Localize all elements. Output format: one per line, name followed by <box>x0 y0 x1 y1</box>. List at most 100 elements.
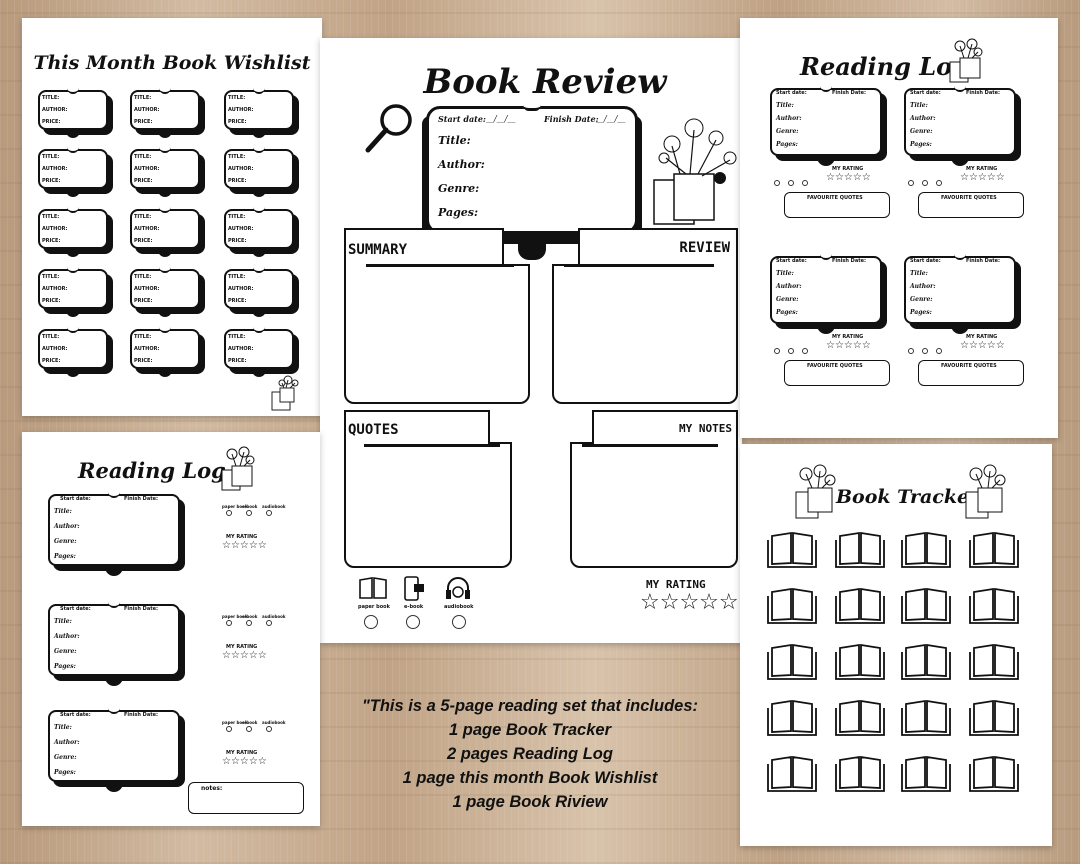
star-icon[interactable]: ☆☆☆☆☆ <box>826 340 871 351</box>
star-icon[interactable]: ☆☆☆☆☆ <box>222 650 267 661</box>
format-radio[interactable] <box>226 510 232 516</box>
format-radio[interactable] <box>226 620 232 626</box>
format-radio[interactable] <box>802 348 808 354</box>
star-icon[interactable]: ☆☆☆☆☆ <box>222 756 267 767</box>
flower-pot-icon <box>795 464 836 519</box>
format-radio[interactable] <box>936 348 942 354</box>
reading-log-card[interactable]: Start date:Finish Date:Title:Author:Genr… <box>48 490 185 576</box>
format-radio[interactable] <box>246 620 252 626</box>
format-radio[interactable] <box>922 348 928 354</box>
format-radio[interactable] <box>246 726 252 732</box>
format-radio[interactable] <box>266 726 272 732</box>
notes-box[interactable]: MY NOTES <box>570 410 738 568</box>
quotes-box[interactable]: QUOTES <box>344 410 512 568</box>
format-radio[interactable] <box>908 180 914 186</box>
wishlist-card[interactable]: TITLE:AUTHOR:PRICE: <box>224 145 299 197</box>
finish-date-blank[interactable]: __/__/__ <box>596 114 626 123</box>
book-icon[interactable] <box>968 586 1020 624</box>
reading-log-field: Author: <box>776 115 802 122</box>
star-icon[interactable]: ☆☆☆☆☆ <box>640 590 739 615</box>
format-radio[interactable] <box>788 180 794 186</box>
format-label: audiobook <box>262 720 286 725</box>
wishlist-card[interactable]: TITLE:AUTHOR:PRICE: <box>38 265 113 317</box>
book-icon[interactable] <box>968 530 1020 568</box>
book-icon[interactable] <box>968 642 1020 680</box>
format-radio[interactable] <box>226 726 232 732</box>
wishlist-field-label: PRICE: <box>42 119 61 125</box>
wishlist-card[interactable]: TITLE:AUTHOR:PRICE: <box>130 86 205 138</box>
wishlist-field-label: PRICE: <box>42 238 61 244</box>
start-date-blank[interactable]: __/__/__ <box>486 114 516 123</box>
format-label: audiobook <box>262 614 286 619</box>
format-radio[interactable] <box>922 180 928 186</box>
my-rating-label: MY RATING <box>832 166 864 172</box>
card-tab <box>66 308 80 317</box>
format-radio[interactable] <box>908 348 914 354</box>
format-radio[interactable] <box>936 180 942 186</box>
format-ebook-radio[interactable] <box>406 615 420 629</box>
summary-box[interactable]: SUMMARY <box>344 228 530 404</box>
reading-log-card[interactable]: Start date:Finish Date:Title:Author:Genr… <box>904 84 1021 166</box>
reading-log-card[interactable]: Start date:Finish Date:Title:Author:Genr… <box>770 252 887 334</box>
favourite-quotes-field[interactable]: FAVOURITE QUOTES <box>784 192 890 218</box>
book-icon[interactable] <box>968 754 1020 792</box>
favourite-quotes-field[interactable]: FAVOURITE QUOTES <box>918 360 1024 386</box>
book-icon[interactable] <box>834 698 886 736</box>
wishlist-field-label: AUTHOR: <box>228 166 254 172</box>
book-icon[interactable] <box>900 642 952 680</box>
wishlist-card[interactable]: TITLE:AUTHOR:PRICE: <box>130 145 205 197</box>
wishlist-card[interactable]: TITLE:AUTHOR:PRICE: <box>130 265 205 317</box>
book-icon[interactable] <box>900 754 952 792</box>
reading-log-card[interactable]: Start date:Finish Date:Title:Author:Genr… <box>48 706 185 792</box>
wishlist-card[interactable]: TITLE:AUTHOR:PRICE: <box>38 145 113 197</box>
notes-field[interactable]: notes: <box>188 782 304 814</box>
format-radio[interactable] <box>774 348 780 354</box>
wishlist-card[interactable]: TITLE:AUTHOR:PRICE: <box>224 86 299 138</box>
book-icon[interactable] <box>968 698 1020 736</box>
wishlist-field-label: TITLE: <box>42 274 60 280</box>
wishlist-card[interactable]: TITLE:AUTHOR:PRICE: <box>38 86 113 138</box>
wishlist-card[interactable]: TITLE:AUTHOR:PRICE: <box>38 205 113 257</box>
book-icon[interactable] <box>766 586 818 624</box>
wishlist-card[interactable]: TITLE:AUTHOR:PRICE: <box>130 325 205 377</box>
star-icon[interactable]: ☆☆☆☆☆ <box>960 172 1005 183</box>
book-icon[interactable] <box>766 698 818 736</box>
wishlist-card[interactable]: TITLE:AUTHOR:PRICE: <box>224 205 299 257</box>
book-icon[interactable] <box>834 586 886 624</box>
book-icon[interactable] <box>834 754 886 792</box>
format-paper-radio[interactable] <box>364 615 378 629</box>
wishlist-card[interactable]: TITLE:AUTHOR:PRICE: <box>224 325 299 377</box>
wishlist-card[interactable]: TITLE:AUTHOR:PRICE: <box>130 205 205 257</box>
star-icon[interactable]: ☆☆☆☆☆ <box>960 340 1005 351</box>
star-icon[interactable]: ☆☆☆☆☆ <box>222 540 267 551</box>
wishlist-card[interactable]: TITLE:AUTHOR:PRICE: <box>224 265 299 317</box>
book-icon[interactable] <box>766 642 818 680</box>
card-notch <box>67 205 79 213</box>
format-paper-label: paper book <box>358 604 390 610</box>
book-icon[interactable] <box>766 754 818 792</box>
book-icon[interactable] <box>900 698 952 736</box>
reading-log-card[interactable]: Start date:Finish Date:Title:Author:Genr… <box>904 252 1021 334</box>
favourite-quotes-field[interactable]: FAVOURITE QUOTES <box>784 360 890 386</box>
book-icon[interactable] <box>834 530 886 568</box>
favourite-quotes-field[interactable]: FAVOURITE QUOTES <box>918 192 1024 218</box>
format-radio[interactable] <box>788 348 794 354</box>
review-box[interactable]: REVIEW <box>552 228 738 404</box>
format-audio-radio[interactable] <box>452 615 466 629</box>
format-radio[interactable] <box>802 180 808 186</box>
book-icon[interactable] <box>834 642 886 680</box>
reading-log-card[interactable]: Start date:Finish Date:Title:Author:Genr… <box>48 600 185 686</box>
book-icon[interactable] <box>900 530 952 568</box>
wishlist-field-label: TITLE: <box>134 95 152 101</box>
format-radio[interactable] <box>266 510 272 516</box>
reading-log-card[interactable]: Start date:Finish Date:Title:Author:Genr… <box>770 84 887 166</box>
format-radio[interactable] <box>246 510 252 516</box>
star-icon[interactable]: ☆☆☆☆☆ <box>826 172 871 183</box>
wishlist-card[interactable]: TITLE:AUTHOR:PRICE: <box>38 325 113 377</box>
book-icon[interactable] <box>766 530 818 568</box>
my-rating-label: MY RATING <box>646 578 706 591</box>
book-icon[interactable] <box>900 586 952 624</box>
wishlist-field-label: TITLE: <box>134 334 152 340</box>
format-radio[interactable] <box>774 180 780 186</box>
format-radio[interactable] <box>266 620 272 626</box>
